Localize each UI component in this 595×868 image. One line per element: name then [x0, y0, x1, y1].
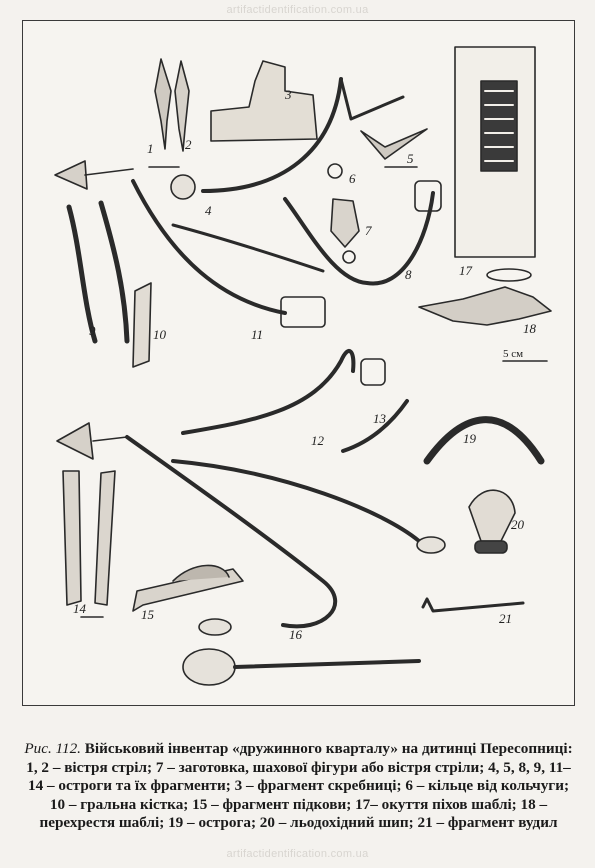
- item-label-5: 5: [407, 151, 414, 166]
- item-label-4: 4: [205, 203, 212, 218]
- scale-label: 5 см: [503, 348, 523, 360]
- spur-19-drawing: [423, 416, 545, 465]
- item-label-3: 3: [284, 87, 292, 102]
- spur-16-lower-terminal: [182, 648, 236, 686]
- spur-fragment-14-a: [62, 470, 82, 606]
- caption-title: Військовий інвентар «дружинного кварталу…: [84, 740, 477, 757]
- arrowhead-left-drawing: [56, 422, 94, 460]
- chess-blank-7-drawing: [330, 198, 360, 248]
- spur-fragment-5-drawing: [360, 128, 428, 160]
- scabbard-fitting-17-section: [486, 268, 532, 282]
- item-label-17: 17: [459, 263, 473, 278]
- ice-spike-20-drawing: [468, 489, 516, 542]
- spur-11-arc: [131, 179, 287, 315]
- item-label-10: 10: [153, 327, 167, 342]
- spur-fragment-13-drawing: [341, 399, 409, 453]
- item-label-19: 19: [463, 431, 477, 446]
- item-label-6: 6: [349, 171, 356, 186]
- spur-fragment-14-b: [94, 470, 116, 606]
- large-arrowhead-shaft: [84, 168, 134, 176]
- spur-8-terminal: [414, 180, 442, 212]
- item-label-18: 18: [523, 321, 537, 336]
- figure-plate: 1 2 3 4 5 6 7 8 9 10 11 12 13 14 15 16 1…: [22, 20, 575, 706]
- watermark: artifactidentification.com.ua: [226, 848, 369, 860]
- arrowhead-1-drawing: [154, 58, 172, 150]
- item-label-8: 8: [405, 267, 412, 282]
- spur-4-terminal: [170, 174, 196, 200]
- item-label-20: 20: [511, 517, 525, 532]
- watermark: artifactidentification.com.ua: [226, 4, 369, 16]
- caption-body: Пересопниці: 1, 2 – вістря стріл; 7 – за…: [26, 740, 573, 832]
- bit-fragment-21-drawing: [421, 597, 525, 613]
- gaming-bone-10-drawing: [132, 282, 152, 368]
- spur-16-arc: [125, 435, 338, 629]
- item-label-7: 7: [365, 223, 372, 238]
- item-label-21: 21: [499, 611, 512, 626]
- spur-fragment-9-b: [98, 200, 130, 344]
- spur-12-arc: [181, 348, 356, 435]
- sabre-crossguard-18-drawing: [418, 286, 552, 326]
- figure-caption: Рис. 112. Військовий інвентар «дружинног…: [22, 740, 575, 833]
- item-label-13: 13: [373, 411, 387, 426]
- large-arrowhead-drawing: [54, 160, 88, 190]
- arrowhead-2-drawing: [174, 60, 190, 152]
- figure-number: Рис. 112.: [24, 740, 81, 757]
- spur-4-arc: [201, 77, 343, 193]
- mail-ring-6-drawing: [327, 163, 343, 179]
- item-label-11: 11: [251, 327, 263, 342]
- item-label-14: 14: [73, 601, 87, 616]
- horseshoe-fragment-15-drawing: [132, 568, 244, 612]
- spur-12-terminal: [360, 358, 386, 386]
- item-label-2: 2: [185, 137, 192, 152]
- currycomb-fragment-3-drawing: [210, 60, 318, 142]
- item-label-9: 9: [89, 323, 96, 338]
- item-label-1: 1: [147, 141, 154, 156]
- chess-blank-7-base: [342, 250, 356, 264]
- spur-11-terminal: [280, 296, 326, 328]
- item-label-15: 15: [141, 607, 155, 622]
- spur-8-arc: [283, 191, 435, 286]
- item-label-12: 12: [311, 433, 325, 448]
- item-label-16: 16: [289, 627, 303, 642]
- spur-fragment-9-a: [66, 204, 98, 344]
- artifact-drawings: 1 2 3 4 5 6 7 8 9 10 11 12 13 14 15 16 1…: [54, 46, 552, 686]
